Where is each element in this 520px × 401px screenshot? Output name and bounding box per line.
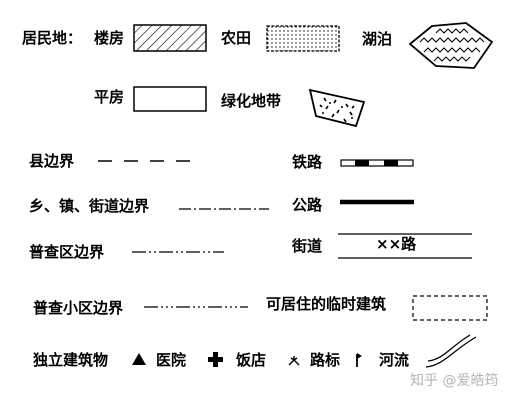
railway-symbol — [340, 159, 414, 167]
bungalow-label: 平房 — [94, 88, 125, 106]
building-symbol — [133, 24, 207, 52]
restaurant-cross-icon — [208, 352, 223, 367]
residential-label: 居民地： — [22, 29, 83, 47]
street-symbol — [338, 233, 472, 259]
watermark-text: 知乎 @爱皓筠 — [410, 373, 499, 389]
hospital-triangle-icon — [132, 353, 146, 365]
lake-label: 湖泊 — [362, 30, 393, 48]
road-sign-arrows-icon — [288, 356, 300, 366]
lake-symbol — [408, 22, 494, 69]
farmland-label: 农田 — [221, 29, 252, 47]
census-boundary-symbol — [132, 251, 224, 253]
census-boundary-label: 普查区边界 — [29, 243, 105, 261]
township-boundary-symbol — [179, 208, 269, 210]
census-sub-boundary-label: 普查小区边界 — [33, 299, 124, 317]
temp-building-label: 可居住的临时建筑 — [266, 295, 387, 313]
county-boundary-symbol — [98, 160, 194, 162]
temp-building-symbol — [412, 295, 488, 321]
landmark-building-label: 独立建筑物 — [33, 351, 109, 369]
street-sample-name: ××路 — [376, 235, 417, 253]
road-sign-label: 路标 — [310, 351, 341, 369]
green-belt-symbol — [308, 88, 366, 128]
highway-symbol — [340, 199, 414, 205]
road-sign-post-icon — [356, 353, 362, 367]
railway-label: 铁路 — [292, 153, 323, 171]
farmland-symbol — [266, 25, 340, 52]
hospital-label: 医院 — [156, 351, 187, 369]
census-sub-boundary-symbol — [144, 306, 248, 308]
building-label: 楼房 — [94, 29, 125, 47]
county-boundary-label: 县边界 — [29, 152, 75, 170]
river-symbol — [425, 334, 477, 368]
township-boundary-label: 乡、镇、街道边界 — [29, 197, 150, 215]
restaurant-label: 饭店 — [236, 351, 267, 369]
bungalow-symbol — [133, 86, 207, 112]
highway-label: 公路 — [292, 196, 323, 214]
river-label: 河流 — [379, 351, 410, 369]
street-label: 街道 — [292, 237, 323, 255]
green-belt-label: 绿化地带 — [221, 92, 282, 110]
